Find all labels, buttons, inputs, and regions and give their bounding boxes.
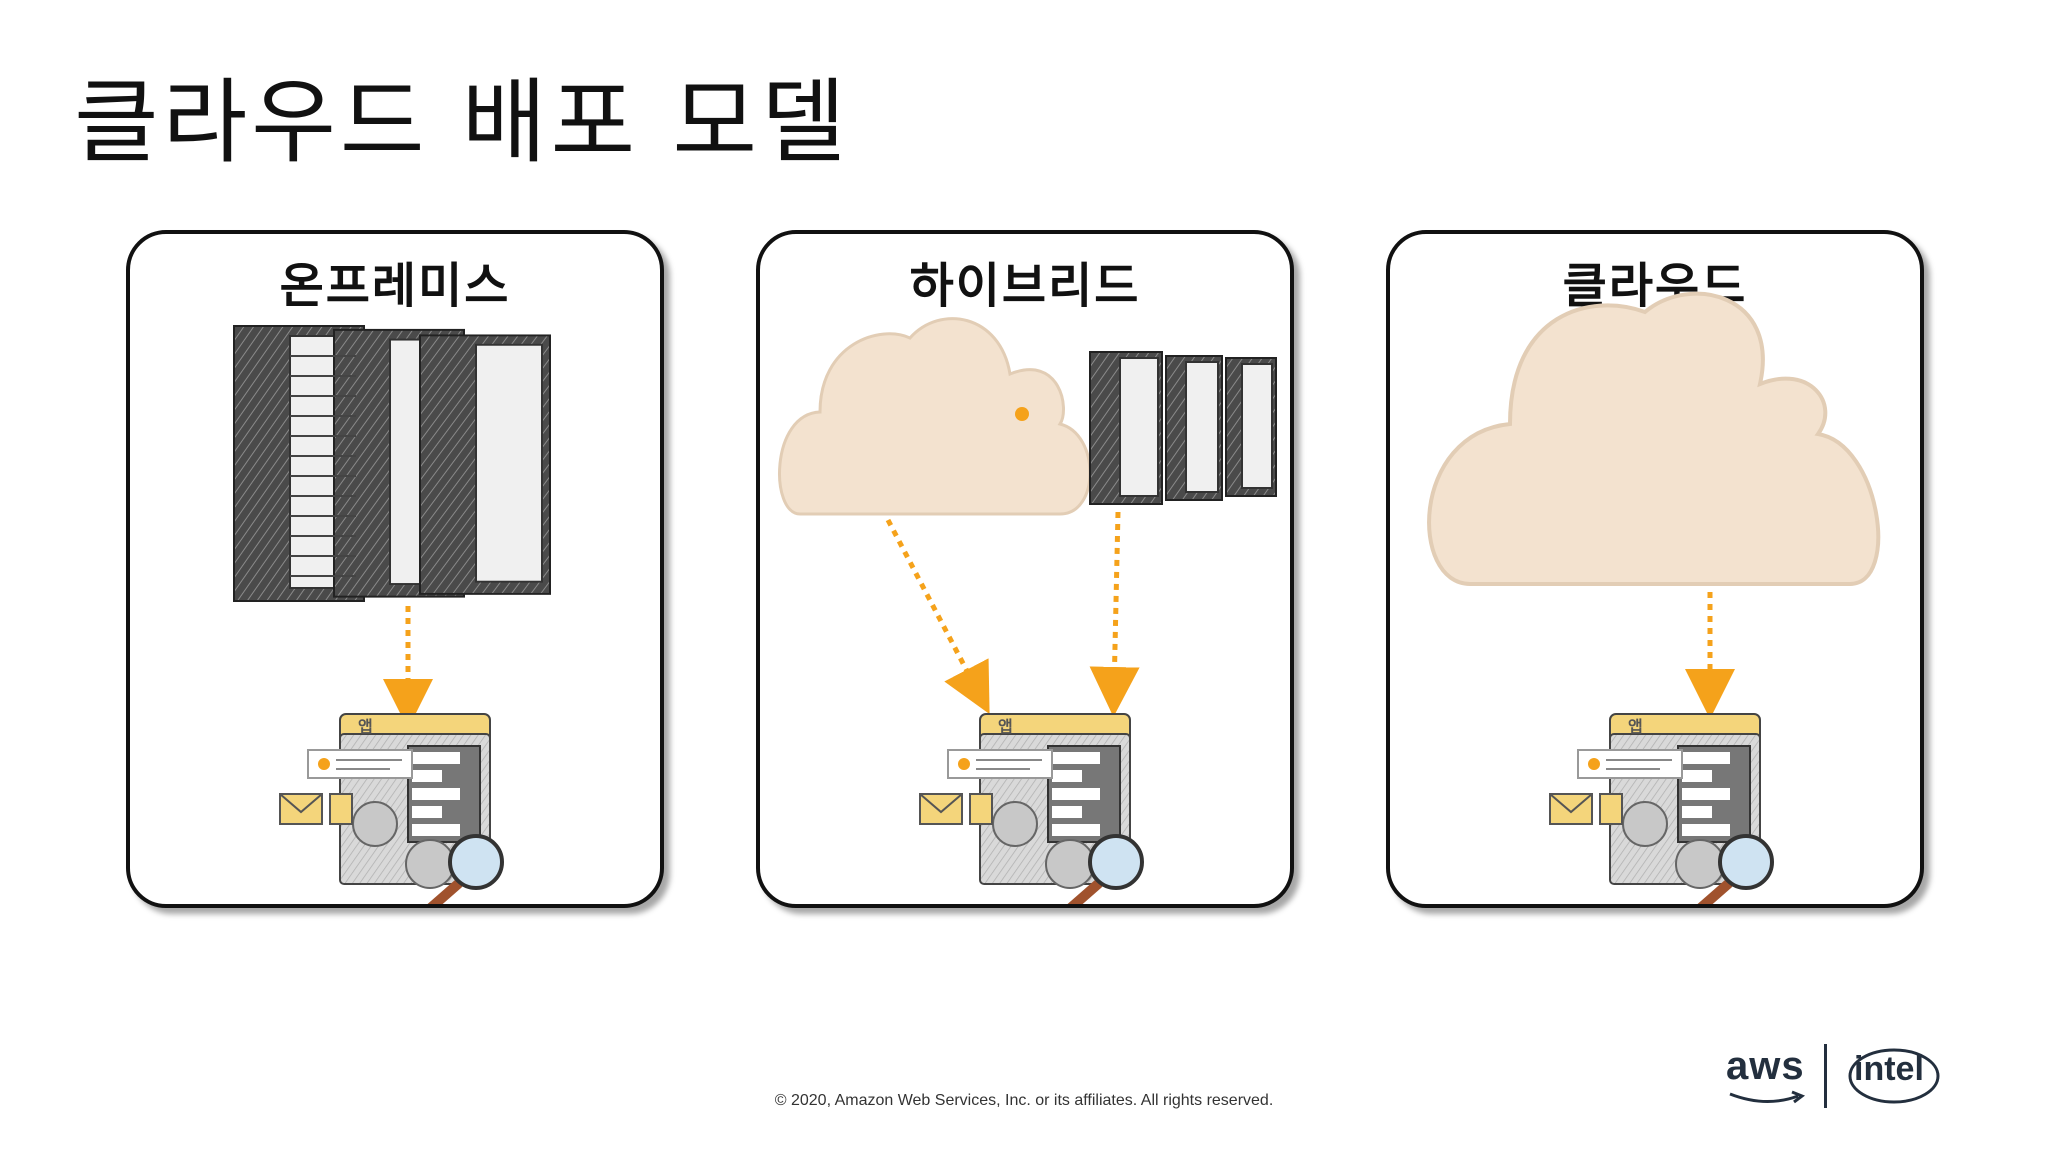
panel-title-hybrid: 하이브리드 xyxy=(909,258,1141,314)
panel-title-on-premises: 온프레미스 xyxy=(279,258,511,314)
app-folder-label: 앱 xyxy=(358,717,373,736)
server-racks-icon xyxy=(1089,351,1277,505)
intel-swoosh-icon xyxy=(1848,1048,1940,1104)
on-premises-illustration: 앱 xyxy=(233,325,551,904)
intel-logo: intel xyxy=(1854,1050,1924,1088)
panel-on-premises: 온프레미스 앱 xyxy=(126,230,664,908)
app-folder-label: 앱 xyxy=(998,717,1013,736)
copyright-footer: © 2020, Amazon Web Services, Inc. or its… xyxy=(774,1092,1274,1109)
application-icon: 앱 xyxy=(1550,714,1772,904)
slide-title: 클라우드 배포 모델 xyxy=(74,69,850,176)
panel-cloud: 클라우드 앱 xyxy=(1386,230,1924,908)
panel-hybrid: 하이브리드 앱 xyxy=(756,230,1294,908)
aws-smile-icon xyxy=(1729,1090,1806,1104)
application-icon: 앱 xyxy=(920,714,1142,904)
cloud-illustration: 앱 xyxy=(1427,291,1881,904)
cloud-icon xyxy=(778,317,1092,516)
partner-logos: aws intel xyxy=(1720,1040,1940,1114)
cloud-icon xyxy=(1427,291,1881,586)
hybrid-illustration: 앱 xyxy=(778,317,1277,904)
arrow-cloud-to-app xyxy=(885,518,990,715)
arrow-servers-to-app xyxy=(1089,511,1140,717)
app-folder-label: 앱 xyxy=(1628,717,1643,736)
aws-logo: aws xyxy=(1726,1044,1805,1088)
application-icon: 앱 xyxy=(280,714,502,904)
logo-divider xyxy=(1824,1044,1827,1108)
server-racks-icon xyxy=(233,325,551,602)
